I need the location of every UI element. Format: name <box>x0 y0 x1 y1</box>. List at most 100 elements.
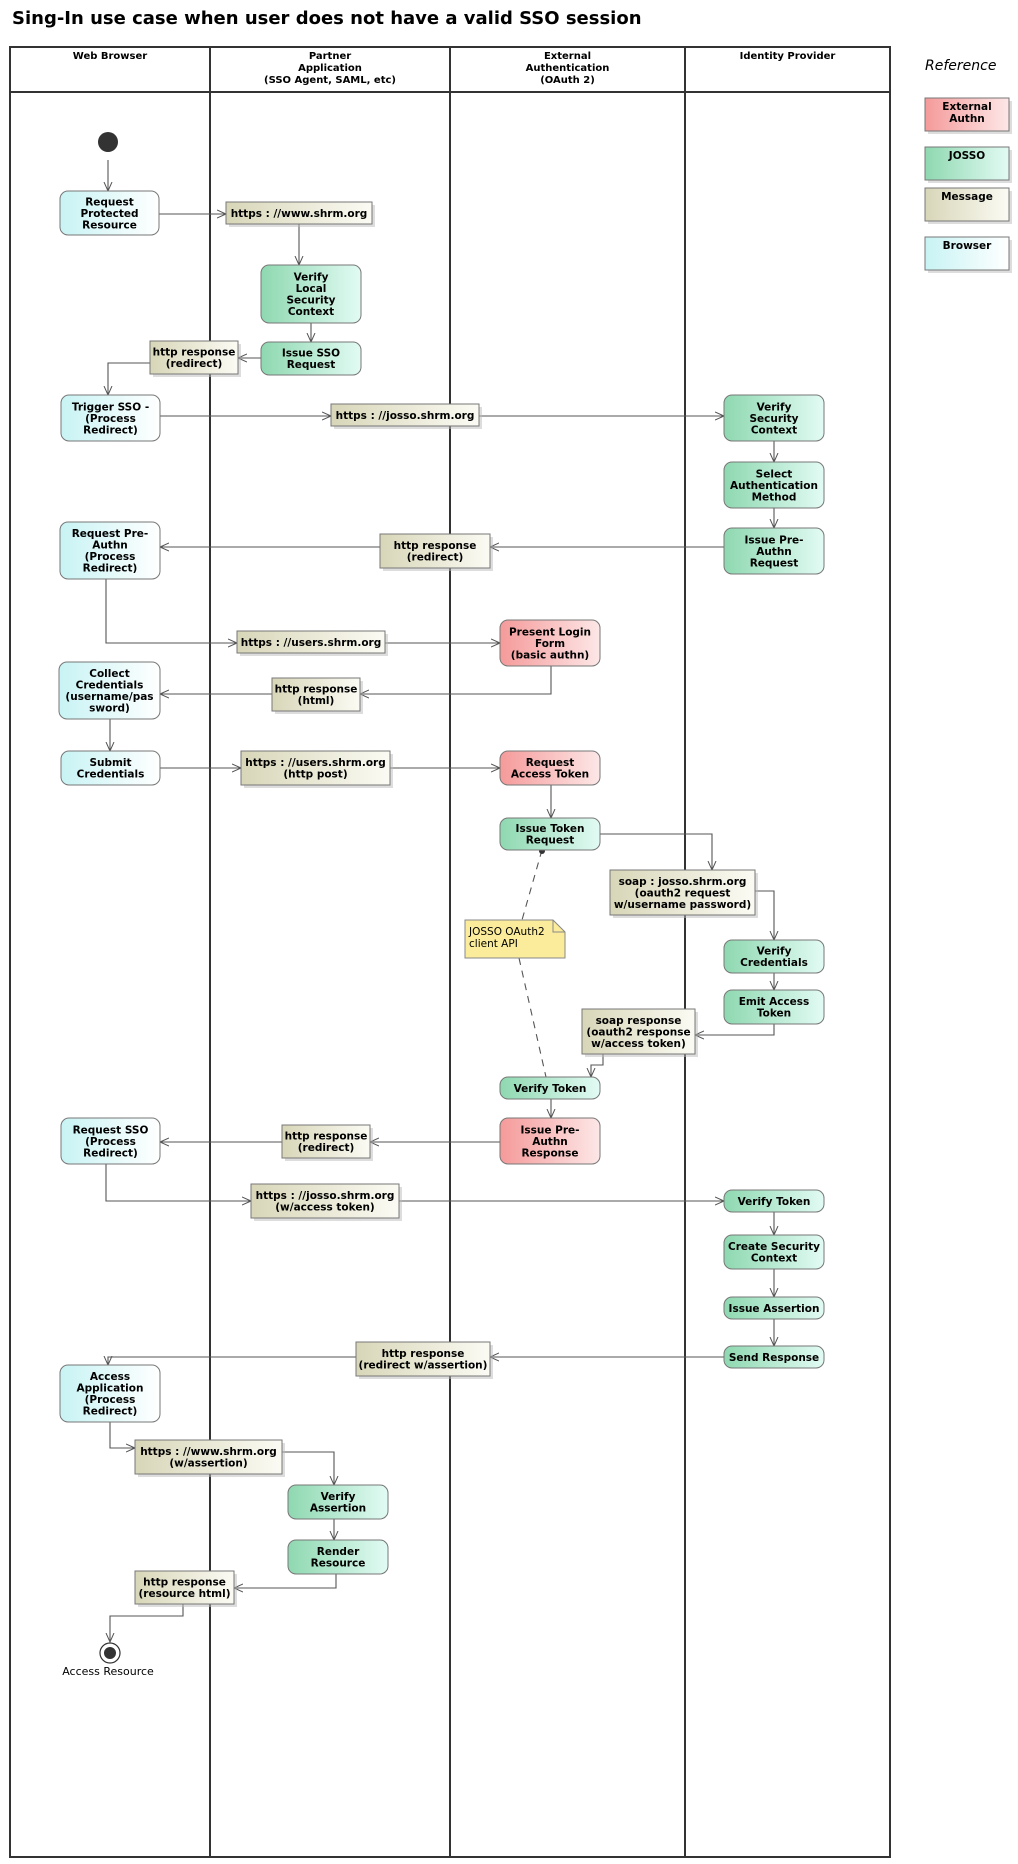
flow-arrow <box>105 579 237 643</box>
flow-arrow <box>108 362 150 395</box>
node-label: Verify Token <box>514 1083 587 1095</box>
node-label: https : //josso.shrm.org(w/access token) <box>256 1190 395 1214</box>
node-label: Verify Token <box>738 1196 811 1208</box>
flow-arrow <box>105 1164 251 1201</box>
node-label: https : //josso.shrm.org <box>336 410 475 422</box>
lane-title-idp: Identity Provider <box>740 51 836 62</box>
flow-arrow <box>600 833 712 870</box>
node-label: http response(redirect) <box>394 540 477 564</box>
node-label: http response(resource html) <box>138 1577 230 1601</box>
note-connector <box>521 849 543 921</box>
message-m10: http response(redirect) <box>281 1124 373 1161</box>
node-label: http response(html) <box>275 684 358 708</box>
legend-label: JOSSO <box>948 150 985 162</box>
flow-arrow <box>108 1357 356 1365</box>
node-label: http response(redirect w/assertion) <box>359 1348 488 1372</box>
legend-item-message: Message <box>924 187 1012 224</box>
flow-arrow <box>695 1024 775 1035</box>
flow-arrow <box>360 666 552 694</box>
node-label: https : //www.shrm.org(w/assertion) <box>140 1446 277 1470</box>
node-label: https : //users.shrm.org <box>241 637 381 649</box>
message-m7: https : //users.shrm.org(http post) <box>240 750 393 788</box>
start-node <box>98 132 118 152</box>
message-m11: https : //josso.shrm.org(w/access token) <box>250 1183 402 1221</box>
legend-item-josso: JOSSO <box>924 146 1012 183</box>
activity-n16: Verify Token <box>499 1076 601 1100</box>
message-m1: https : //www.shrm.org <box>225 201 375 227</box>
message-m5: https : //users.shrm.org <box>236 630 388 656</box>
message-m14: http response(resource html) <box>134 1570 237 1607</box>
message-m6: http response(html) <box>271 677 363 714</box>
node-label: https : //users.shrm.org(http post) <box>245 757 385 781</box>
legend-label: Message <box>941 191 993 203</box>
message-m13: https : //www.shrm.org(w/assertion) <box>134 1439 285 1477</box>
legend-title: Reference <box>925 58 996 74</box>
flow-arrow <box>282 1451 334 1485</box>
flow-arrow <box>110 1604 184 1642</box>
node-label: http response(redirect) <box>285 1131 368 1155</box>
diagram-title: Sing-In use case when user does not have… <box>12 8 642 29</box>
flow-arrow <box>755 890 774 940</box>
activity-n22: Send Response <box>723 1345 825 1369</box>
node-label: Issue Assertion <box>729 1303 820 1315</box>
node-label: https : //www.shrm.org <box>231 208 368 220</box>
flow-arrow <box>234 1574 337 1588</box>
flow-arrow <box>109 1422 135 1448</box>
message-m12: http response(redirect w/assertion) <box>355 1341 493 1379</box>
activity-n21: Issue Assertion <box>723 1296 825 1320</box>
message-m4: http response(redirect) <box>379 533 493 571</box>
lane-title-browser: Web Browser <box>73 51 147 62</box>
final-node-core <box>104 1647 116 1659</box>
node-label: Send Response <box>729 1352 819 1364</box>
activity-n19: Verify Token <box>723 1189 825 1213</box>
note-connector <box>518 957 547 1078</box>
